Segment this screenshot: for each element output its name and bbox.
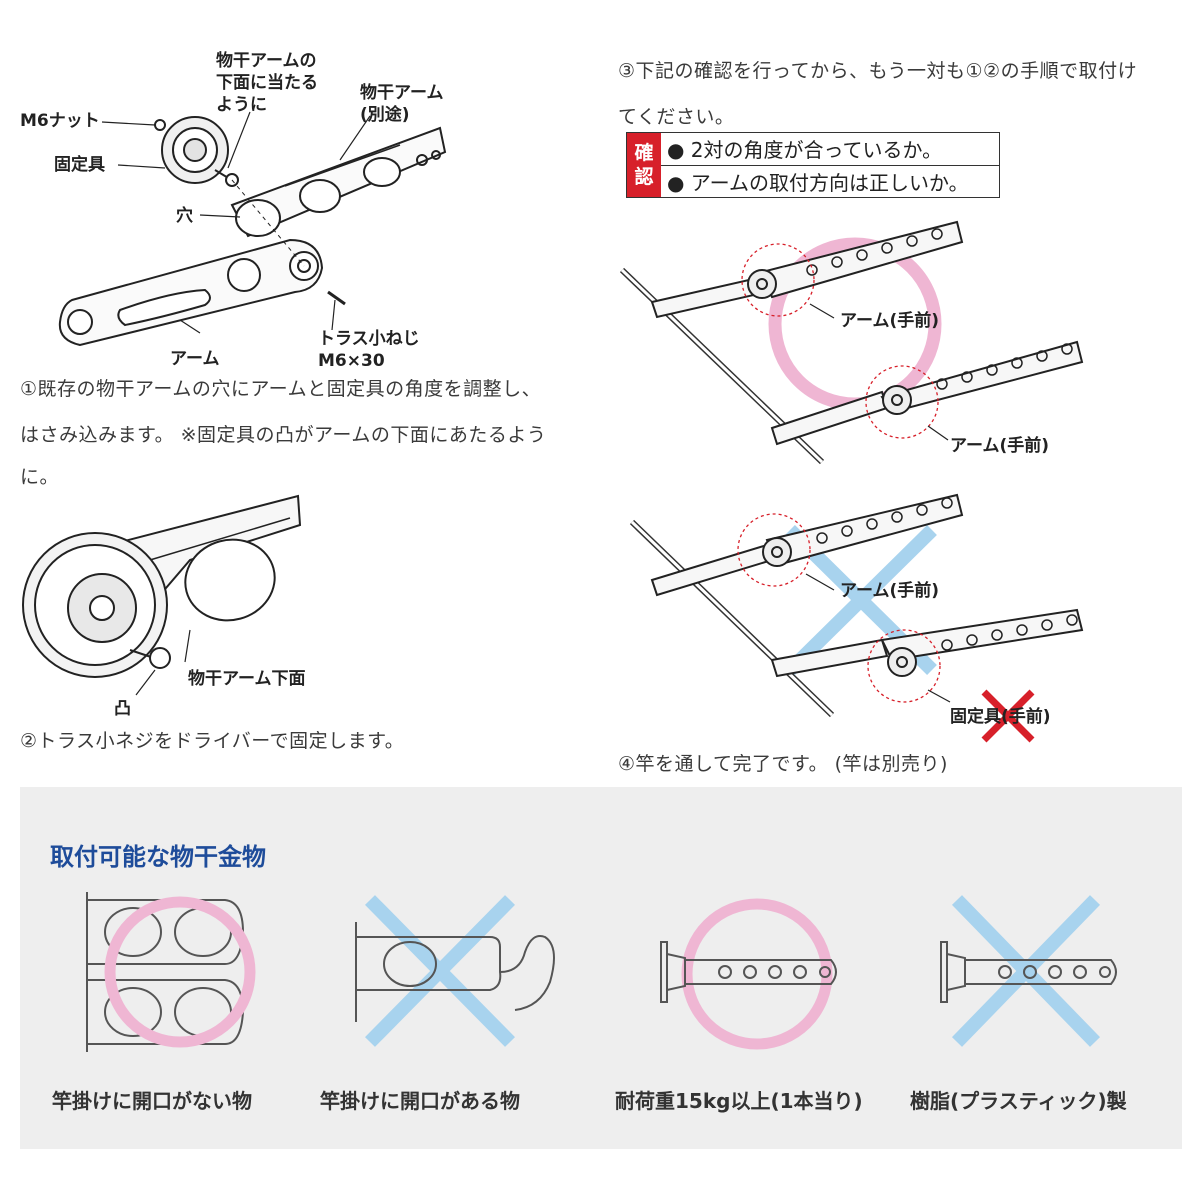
- ng-illustration: [629, 493, 1084, 743]
- compat-caption-2: 竿掛けに開口がある物: [320, 1089, 520, 1113]
- step3-text-line2: てください。: [618, 106, 735, 128]
- callout-arm-bottom: 物干アームの 下面に当たる ように: [216, 50, 318, 116]
- ok-illustration: [619, 220, 1084, 465]
- step3-text-line1: ③下記の確認を行ってから、もう一対も①②の手順で取付け: [618, 60, 1138, 82]
- check-items: ● 2対の角度が合っているか。 ● アームの取付方向は正しいか。: [661, 133, 999, 197]
- ng-x-red: [981, 689, 1035, 743]
- callout-hanger-arm-line2: (別途): [360, 105, 410, 125]
- ng-callout-fixture: 固定具(手前): [950, 707, 1051, 727]
- compat-item-plastic: [940, 895, 1117, 1047]
- callout-arm-bottom-line2: 下面に当たる: [216, 73, 318, 93]
- compat-panel: 取付可能な物干金物 竿掛けに開口がない物 竿掛けに開口がある物: [20, 787, 1182, 1149]
- compat-ok-mark-1: [104, 896, 256, 1048]
- step1-illustration: [58, 111, 447, 347]
- compat-item-strong-rod: [660, 898, 837, 1050]
- compat-item-closed-hook: [86, 892, 256, 1052]
- step3-text: ③下記の確認を行ってから、もう一対も①②の手順で取付け てください。: [618, 52, 1188, 136]
- callout-hole: 穴: [176, 206, 193, 226]
- callout-screw: トラス小ねじ M6×30: [318, 328, 420, 372]
- callout-fixture: 固定具: [54, 155, 105, 175]
- step1-text-line2: はさみ込みます。 ※固定具の凸がアームの下面にあたるよう: [20, 424, 547, 446]
- compat-ng-mark-4: [951, 895, 1101, 1047]
- check-tag-char1: 確: [634, 142, 654, 164]
- step4-text: ④竿を通して完了です。 (竿は別売り): [618, 753, 948, 775]
- callout-arm-bottom-line1: 物干アームの: [216, 51, 317, 71]
- step1-text: ①既存の物干アームの穴にアームと固定具の角度を調整し、 はさみ込みます。 ※固定…: [20, 370, 600, 496]
- compat-caption-1: 竿掛けに開口がない物: [52, 1089, 252, 1113]
- callout-arm: アーム: [170, 349, 220, 369]
- check-tag: 確 認: [627, 133, 661, 197]
- callout-arm-bottom-line3: ように: [216, 95, 267, 115]
- compat-ng-mark-2: [365, 895, 515, 1047]
- check-tag-char2: 認: [634, 166, 654, 188]
- step1-text-line1: ①既存の物干アームの穴にアームと固定具の角度を調整し、: [20, 378, 542, 400]
- callout-bump-symbol: 凸: [114, 699, 131, 719]
- callout-nut: M6ナット: [20, 111, 100, 131]
- callout-screw-line2: M6×30: [318, 351, 385, 371]
- callout-hanger-arm-line1: 物干アーム: [360, 83, 444, 103]
- callout-hanger-arm: 物干アーム (別途): [360, 82, 443, 126]
- ng-callout-arm: アーム(手前): [840, 581, 940, 601]
- check-item-angle: ● 2対の角度が合っているか。: [667, 138, 943, 163]
- compat-caption-3: 耐荷重15kg以上(1本当り): [615, 1089, 863, 1113]
- check-item-direction: ● アームの取付方向は正しいか。: [661, 164, 999, 198]
- callout-screw-line1: トラス小ねじ: [318, 329, 420, 349]
- check-box: 確 認 ● 2対の角度が合っているか。 ● アームの取付方向は正しいか。: [626, 132, 1000, 198]
- compat-ok-mark-3: [681, 898, 833, 1050]
- step2-illustration: [22, 494, 302, 696]
- callout-hanger-arm-bottom: 物干アーム下面: [188, 669, 306, 689]
- compat-caption-4: 樹脂(プラスティック)製: [910, 1089, 1127, 1113]
- compat-title: 取付可能な物干金物: [50, 843, 266, 871]
- ok-callout-arm-2: アーム(手前): [950, 436, 1050, 456]
- step1-text-line3: に。: [20, 466, 60, 488]
- step2-text: ②トラス小ネジをドライバーで固定します。: [20, 730, 405, 752]
- ok-callout-arm-1: アーム(手前): [840, 311, 940, 331]
- compat-item-open-hook: [355, 895, 555, 1047]
